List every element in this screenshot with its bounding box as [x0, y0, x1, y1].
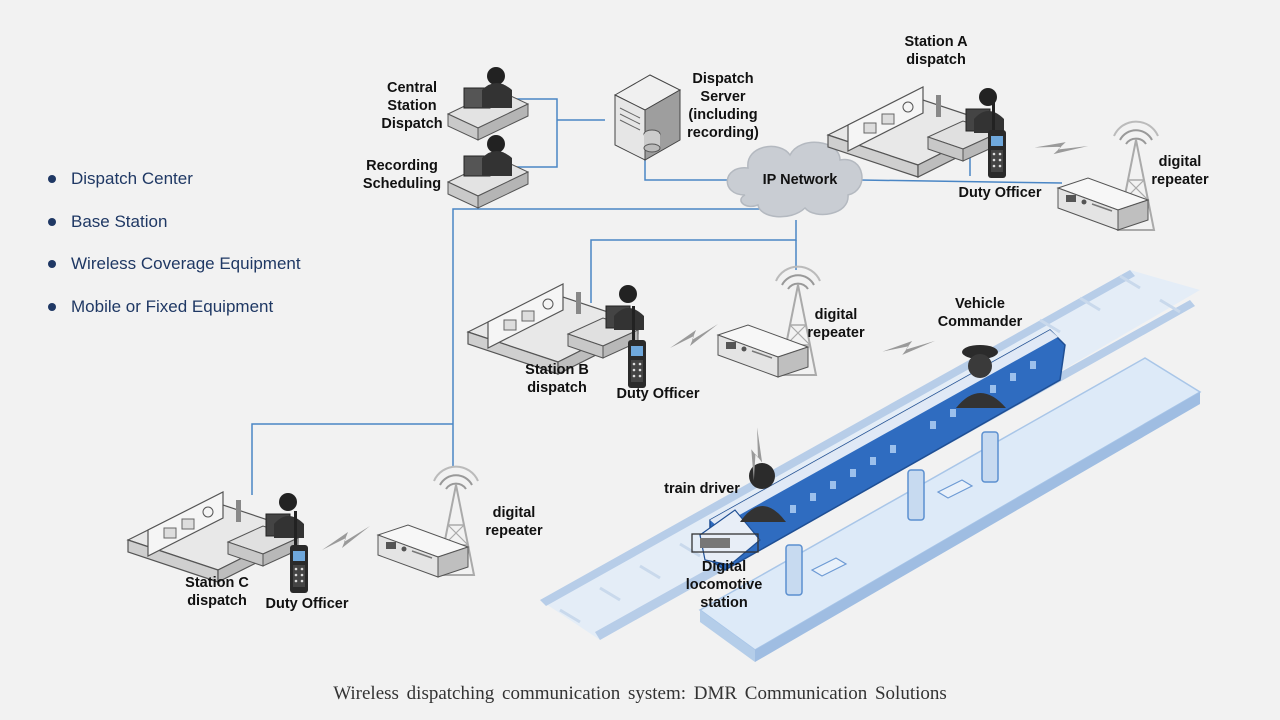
legend: Dispatch Center Base Station Wireless Co… — [48, 158, 301, 328]
recording-console-icon — [447, 134, 529, 209]
legend-label: Wireless Coverage Equipment — [71, 254, 301, 274]
station-a-duty-officer-label: Duty Officer — [958, 185, 1042, 201]
train-driver-avatar — [740, 463, 786, 522]
legend-label: Dispatch Center — [71, 169, 193, 189]
legend-item: Wireless Coverage Equipment — [48, 243, 301, 286]
central-station-dispatch-label: Central Station Dispatch — [381, 80, 443, 132]
bullet-icon — [48, 175, 56, 184]
recording-scheduling-label: Recording Scheduling — [362, 158, 442, 192]
repeater-a-label: digital repeater — [1151, 154, 1209, 188]
station-b-bolt-icon — [670, 324, 718, 348]
dispatch-server-icon — [613, 74, 682, 161]
station-b-duty-officer-label: Duty Officer — [616, 386, 700, 402]
station-c-duty-officer-label: Duty Officer — [265, 596, 349, 612]
station-c-desk-icon — [127, 491, 305, 583]
central-dispatch-console-icon — [447, 66, 529, 141]
vehicle-commander-label: Vehicle Commander — [937, 296, 1023, 330]
ip-network-cloud — [726, 141, 863, 218]
bullet-icon — [48, 302, 56, 311]
railway-scene — [540, 270, 1202, 662]
station-a-dispatch-label: Station A dispatch — [904, 34, 968, 68]
legend-item: Dispatch Center — [48, 158, 301, 201]
bullet-icon — [48, 260, 56, 269]
repeater-c-box-icon — [377, 524, 469, 578]
legend-label: Base Station — [71, 211, 168, 231]
commander-bolt-icon — [882, 328, 935, 365]
ip-network-label: IP Network — [762, 172, 838, 188]
station-c-bolt-icon — [322, 526, 370, 550]
figure-caption: Wireless dispatching communication syste… — [333, 683, 947, 704]
station-a-bolt-icon — [1034, 125, 1089, 168]
vehicle-commander-avatar — [956, 345, 1006, 408]
legend-item: Base Station — [48, 201, 301, 244]
station-a-radio-icon — [988, 96, 1006, 178]
network-links — [251, 98, 1063, 495]
digital-locomotive-station-label: Digital locomotive station — [685, 559, 763, 611]
repeater-b-label: digital repeater — [807, 307, 865, 341]
repeater-b-box-icon — [717, 324, 809, 378]
station-b-dispatch-label: Station B dispatch — [525, 362, 589, 396]
train-driver-label: train driver — [664, 481, 740, 497]
dispatch-server-label: Dispatch Server (including recording) — [687, 71, 759, 141]
repeater-c-label: digital repeater — [485, 505, 543, 539]
legend-label: Mobile or Fixed Equipment — [71, 296, 274, 316]
legend-item: Mobile or Fixed Equipment — [48, 286, 301, 329]
station-c-dispatch-label: Station C dispatch — [185, 575, 249, 609]
bullet-icon — [48, 217, 56, 226]
